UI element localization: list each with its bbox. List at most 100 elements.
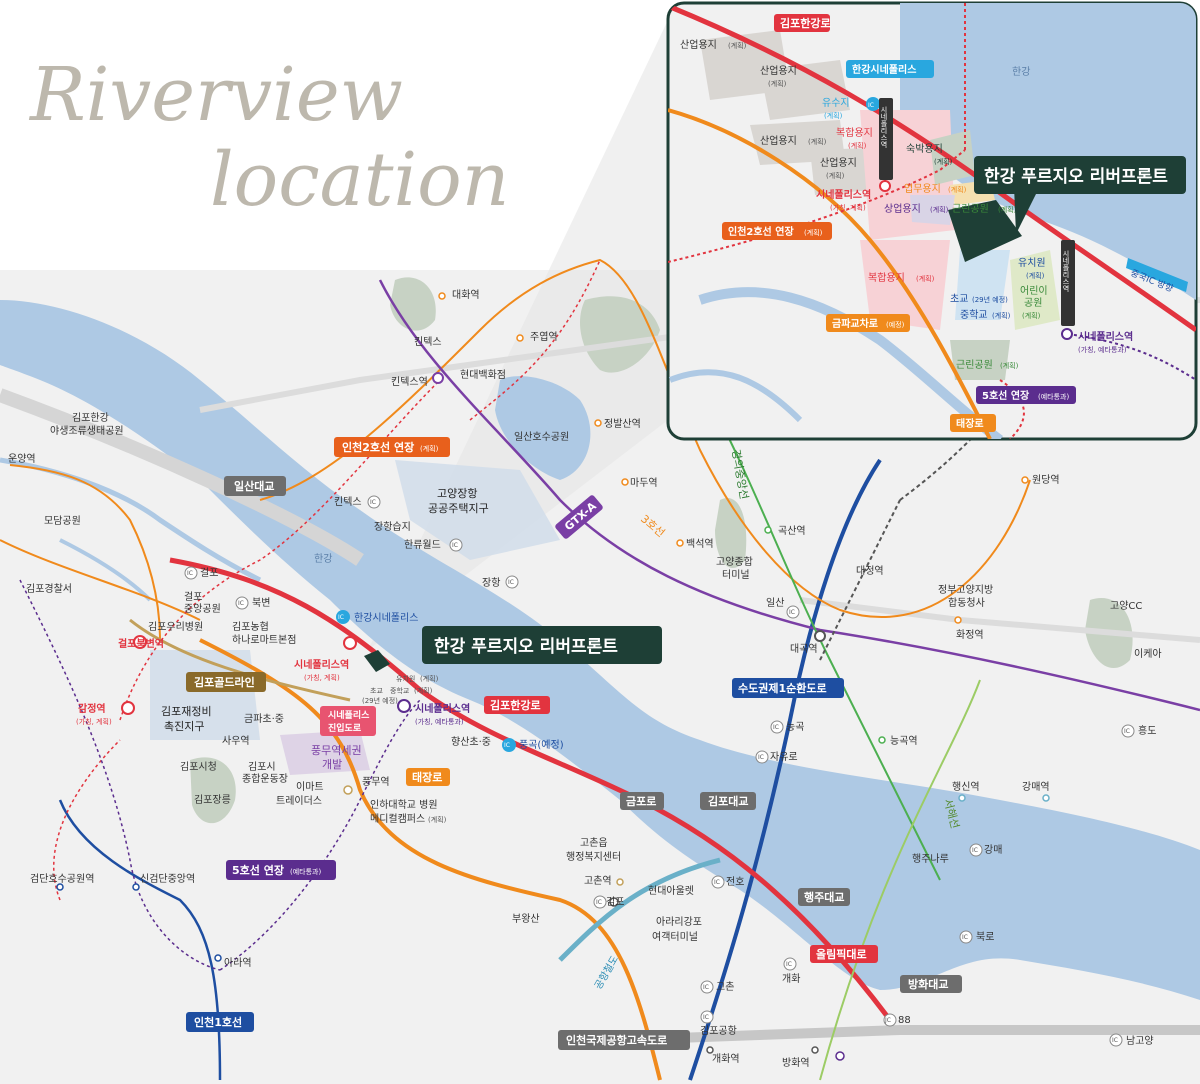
svg-text:IC: IC — [714, 879, 720, 886]
svg-text:IC: IC — [596, 899, 602, 906]
svg-text:능곡: 능곡 — [786, 721, 804, 733]
svg-text:부왕산: 부왕산 — [512, 913, 540, 925]
svg-text:산업용지: 산업용지 — [820, 156, 857, 169]
svg-text:행주나루: 행주나루 — [912, 853, 949, 865]
svg-text:마두역: 마두역 — [630, 477, 658, 489]
svg-text:(계획): (계획) — [420, 674, 439, 683]
svg-text:자유로: 자유로 — [770, 751, 798, 763]
svg-text:일산호수공원: 일산호수공원 — [514, 431, 569, 443]
svg-text:향산초·중: 향산초·중 — [451, 736, 491, 748]
svg-text:여객터미널: 여객터미널 — [652, 931, 698, 943]
svg-text:김포농협: 김포농협 — [232, 620, 269, 633]
svg-text:주엽역: 주엽역 — [530, 331, 558, 343]
svg-text:한강시네폴리스: 한강시네폴리스 — [852, 63, 916, 76]
svg-text:개화역: 개화역 — [712, 1053, 740, 1065]
svg-text:IC: IC — [786, 961, 792, 968]
svg-text:인천2호선 연장: 인천2호선 연장 — [728, 225, 794, 238]
svg-text:(가칭, 계획): (가칭, 계획) — [76, 717, 112, 726]
svg-text:사우역: 사우역 — [222, 735, 250, 747]
svg-text:IC: IC — [972, 847, 978, 854]
svg-text:IC: IC — [703, 1014, 709, 1021]
svg-text:감정역: 감정역 — [78, 702, 106, 715]
svg-text:종합운동장: 종합운동장 — [242, 773, 288, 785]
svg-text:산업용지: 산업용지 — [680, 38, 717, 51]
svg-text:5호선 연장: 5호선 연장 — [982, 389, 1030, 402]
svg-text:고양종합: 고양종합 — [716, 556, 753, 568]
svg-text:김포한강: 김포한강 — [72, 412, 109, 424]
svg-text:공공주택지구: 공공주택지구 — [428, 502, 489, 515]
svg-text:트레이더스: 트레이더스 — [276, 795, 322, 807]
svg-text:(예정): (예정) — [886, 320, 905, 329]
svg-text:개화: 개화 — [782, 973, 800, 985]
svg-text:공원: 공원 — [1024, 297, 1042, 309]
svg-text:(계획): (계획) — [998, 205, 1017, 214]
svg-text:(가칭, 계획): (가칭, 계획) — [830, 203, 866, 212]
svg-text:중학교: 중학교 — [390, 686, 410, 695]
svg-text:원당역: 원당역 — [1032, 474, 1060, 486]
svg-text:신검단중앙역: 신검단중앙역 — [140, 873, 195, 885]
svg-text:걸포: 걸포 — [200, 566, 218, 579]
project-name: 한강 푸르지오 리버프론트 — [434, 637, 618, 657]
svg-text:킨텍스: 킨텍스 — [414, 336, 442, 348]
svg-text:시네폴리스역: 시네폴리스역 — [880, 106, 888, 149]
svg-text:강매역: 강매역 — [1022, 781, 1050, 793]
svg-text:(계획): (계획) — [824, 111, 843, 120]
svg-text:강매: 강매 — [984, 844, 1002, 856]
svg-text:IC: IC — [868, 102, 874, 109]
svg-text:태장로: 태장로 — [956, 417, 984, 430]
svg-text:정부고양지방: 정부고양지방 — [938, 584, 993, 596]
svg-text:풍곡(예정): 풍곡(예정) — [519, 739, 564, 751]
svg-text:고양CC: 고양CC — [1110, 600, 1142, 612]
svg-text:(계획): (계획) — [934, 157, 953, 166]
svg-text:근린공원: 근린공원 — [952, 203, 989, 215]
svg-text:IC: IC — [1112, 1037, 1118, 1044]
gimpo-hangang-road — [169, 557, 892, 1022]
svg-text:IC: IC — [703, 984, 709, 991]
svg-text:정발산역: 정발산역 — [604, 418, 641, 430]
station-markers — [56, 292, 1050, 1061]
label-ilsan-bridge: 일산대교 — [234, 479, 274, 493]
svg-text:행신역: 행신역 — [952, 781, 980, 793]
svg-text:대화역: 대화역 — [452, 289, 480, 301]
svg-text:메디컬캠퍼스: 메디컬캠퍼스 — [370, 812, 425, 825]
svg-text:IC: IC — [758, 754, 764, 761]
svg-text:산업용지: 산업용지 — [760, 64, 797, 77]
svg-text:검단호수공원역: 검단호수공원역 — [30, 873, 94, 885]
svg-text:김포재정비: 김포재정비 — [161, 705, 212, 718]
label-incheon1: 인천1호선 — [194, 1015, 242, 1029]
project-label — [422, 626, 662, 664]
ic-markers: IC IC IC IC IC IC IC IC IC IC IC IC IC I… — [184, 495, 1135, 1047]
svg-text:근린공원: 근린공원 — [956, 359, 993, 371]
svg-text:(계획): (계획) — [414, 686, 433, 695]
svg-text:시네폴리스역: 시네폴리스역 — [294, 658, 349, 671]
svg-text:(계획): (계획) — [768, 79, 787, 88]
svg-text:김포: 김포 — [606, 896, 624, 908]
svg-text:장항습지: 장항습지 — [374, 521, 411, 533]
ilsan-lake — [495, 376, 591, 480]
svg-text:상업용지: 상업용지 — [884, 202, 921, 215]
svg-text:IC: IC — [238, 600, 244, 607]
svg-text:초교: 초교 — [950, 293, 968, 305]
svg-text:(계획): (계획) — [428, 815, 447, 824]
han-river — [0, 300, 1200, 1000]
svg-text:터미널: 터미널 — [722, 569, 750, 581]
svg-text:진입도로: 진입도로 — [328, 722, 362, 734]
svg-text:김포한강로: 김포한강로 — [780, 16, 831, 30]
svg-text:(계획): (계획) — [848, 141, 867, 150]
svg-text:(예타통과): (예타통과) — [1038, 392, 1069, 401]
svg-text:(계획): (계획) — [420, 444, 439, 453]
inset-project-name: 한강 푸르지오 리버프론트 — [984, 167, 1168, 187]
svg-text:운양역: 운양역 — [8, 453, 36, 465]
svg-text:(계획): (계획) — [804, 228, 823, 237]
svg-text:걸포북변역: 걸포북변역 — [118, 637, 164, 650]
label-gold-line: 김포골드라인 — [194, 675, 255, 689]
svg-text:모담공원: 모담공원 — [44, 515, 81, 527]
svg-text:(계획): (계획) — [930, 205, 949, 214]
svg-text:일산: 일산 — [766, 597, 784, 609]
label-airport-exp: 인천국제공항고속도로 — [566, 1033, 667, 1047]
svg-text:한강: 한강 — [314, 553, 332, 565]
label-gimpo-bridge: 김포대교 — [708, 794, 748, 808]
svg-text:대정역: 대정역 — [856, 565, 884, 577]
svg-text:합동청사: 합동청사 — [948, 597, 985, 609]
